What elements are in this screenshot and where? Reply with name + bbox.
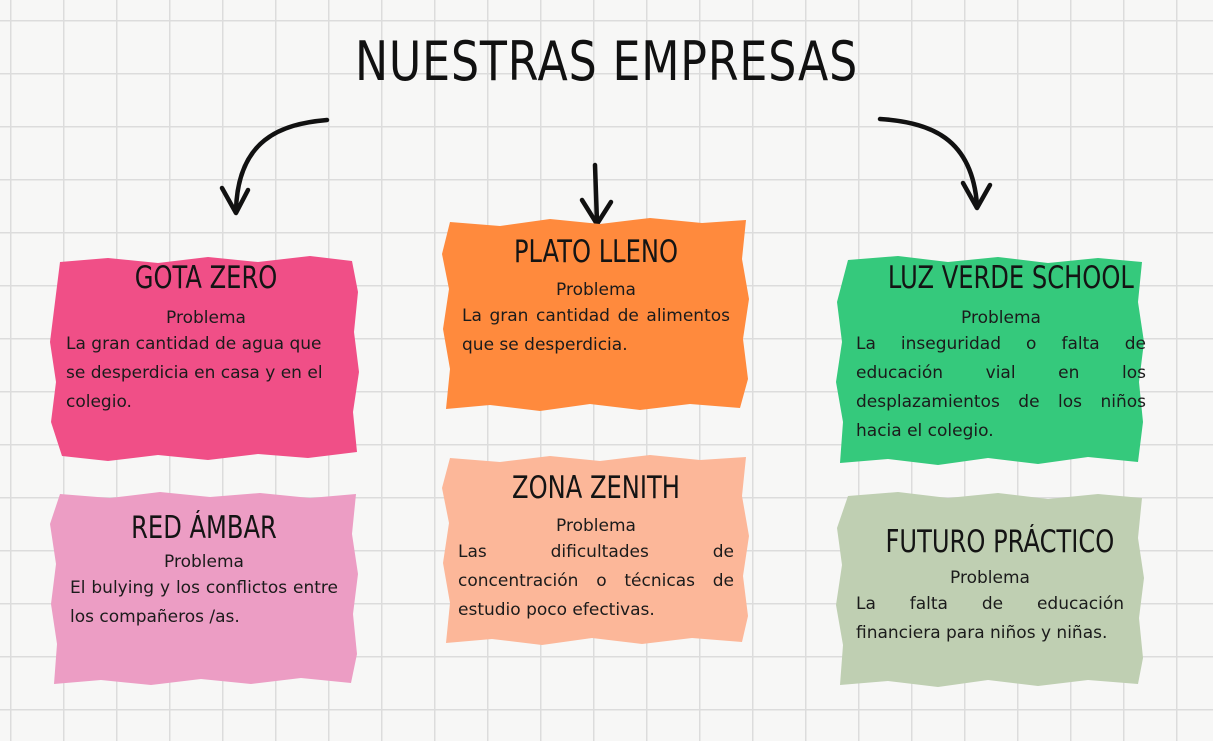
card-background xyxy=(836,256,1144,465)
card-subtitle: Problema xyxy=(961,308,1041,328)
card-text: La gran cantidad de alimentos que se des… xyxy=(462,306,730,355)
card-subtitle: Problema xyxy=(556,516,636,536)
card-zona-zenith: ZONA ZENITH Problema Las dificultades de… xyxy=(440,452,752,648)
page-title: NUESTRAS EMPRESAS xyxy=(354,30,859,93)
arrow-right xyxy=(877,116,980,208)
card-gota-zero: GOTA ZERO Problema La gran cantidad de a… xyxy=(48,252,360,464)
card-background xyxy=(442,455,749,645)
torn-paper-shape xyxy=(836,256,1144,465)
card-subtitle: Problema xyxy=(950,568,1030,588)
card-title: PLATO LLENO xyxy=(513,234,679,270)
torn-paper-shape xyxy=(442,218,749,411)
torn-paper-shape xyxy=(836,492,1144,687)
card-subtitle: Problema xyxy=(166,308,246,328)
card-text: La falta de educación financiera para ni… xyxy=(856,594,1124,643)
card-subtitle: Problema xyxy=(164,552,244,572)
card-background xyxy=(50,492,358,685)
arrowhead-right xyxy=(960,180,993,211)
card-text: El bulying y los conflictos entre los co… xyxy=(70,578,338,627)
card-title: GOTA ZERO xyxy=(134,260,278,296)
card-title: LUZ VERDE SCHOOL xyxy=(887,260,1134,296)
card-text: Las dificultades de concentración o técn… xyxy=(458,542,734,620)
arrow-left xyxy=(233,117,330,213)
card-red-ambar: RED ÁMBAR Problema El bulying y los conf… xyxy=(48,488,360,688)
torn-paper-shape xyxy=(50,492,358,685)
card-plato-lleno: PLATO LLENO Problema La gran cantidad de… xyxy=(440,214,752,414)
card-background xyxy=(836,492,1144,687)
card-futuro-practico: FUTURO PRÁCTICO Problema La falta de edu… xyxy=(834,488,1146,690)
card-luz-verde-school: LUZ VERDE SCHOOL Problema La inseguridad… xyxy=(834,252,1146,470)
torn-paper-shape xyxy=(50,256,359,461)
card-text: La inseguridad o falta de educación vial… xyxy=(856,334,1146,441)
card-title: ZONA ZENITH xyxy=(512,470,680,506)
card-subtitle: Problema xyxy=(556,280,636,300)
card-title: FUTURO PRÁCTICO xyxy=(885,524,1115,560)
card-background xyxy=(50,256,359,461)
card-background xyxy=(442,218,749,411)
arrowhead-left xyxy=(219,185,251,216)
torn-paper-shape xyxy=(442,455,749,645)
card-text: La gran cantidad de agua que se desperdi… xyxy=(66,334,323,412)
card-title: RED ÁMBAR xyxy=(131,510,277,546)
